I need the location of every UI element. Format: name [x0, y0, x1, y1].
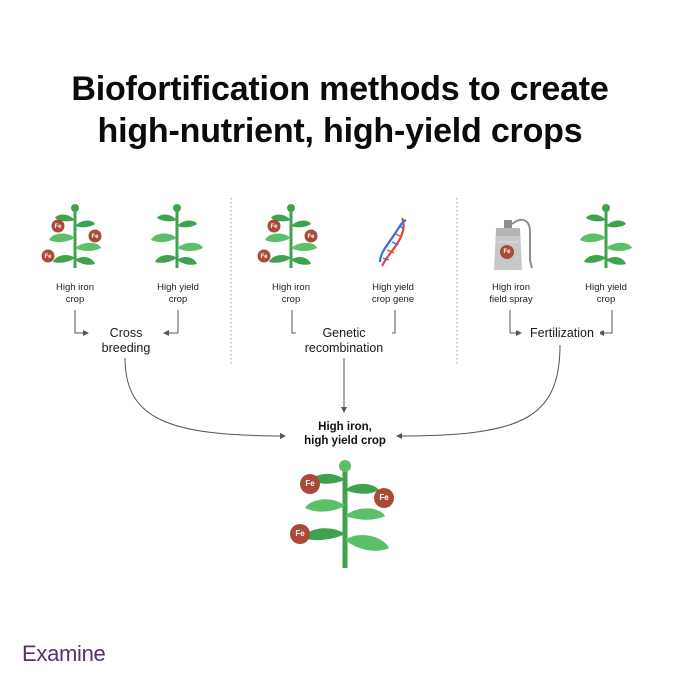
- plant-result: [290, 460, 394, 568]
- result-label: High iron,high yield crop: [304, 421, 386, 447]
- method-fertilization: Fertilization: [524, 326, 600, 341]
- fe-label: Fe: [54, 224, 62, 230]
- fe-label: Fe: [270, 224, 278, 230]
- fe-label: Fe: [44, 254, 52, 260]
- plant-high-yield-3: [578, 202, 634, 270]
- fe-label: Fe: [503, 249, 511, 255]
- fe-label: Fe: [295, 529, 305, 538]
- title-line-1: Biofortification methods to create: [71, 70, 609, 108]
- title-line-2: high-nutrient, high-yield crops: [97, 112, 583, 150]
- plant-high-yield-1: [149, 202, 205, 270]
- spray-bottle-icon: [494, 218, 533, 270]
- page-title: Biofortification methods to create high-…: [0, 68, 680, 152]
- fe-label: Fe: [379, 493, 389, 502]
- fe-label: Fe: [91, 234, 99, 240]
- fe-label: Fe: [260, 254, 268, 260]
- brand-logo: Examine: [22, 641, 106, 666]
- dna-icon: [378, 217, 407, 267]
- fe-label: Fe: [307, 234, 315, 240]
- fe-label: Fe: [305, 479, 315, 488]
